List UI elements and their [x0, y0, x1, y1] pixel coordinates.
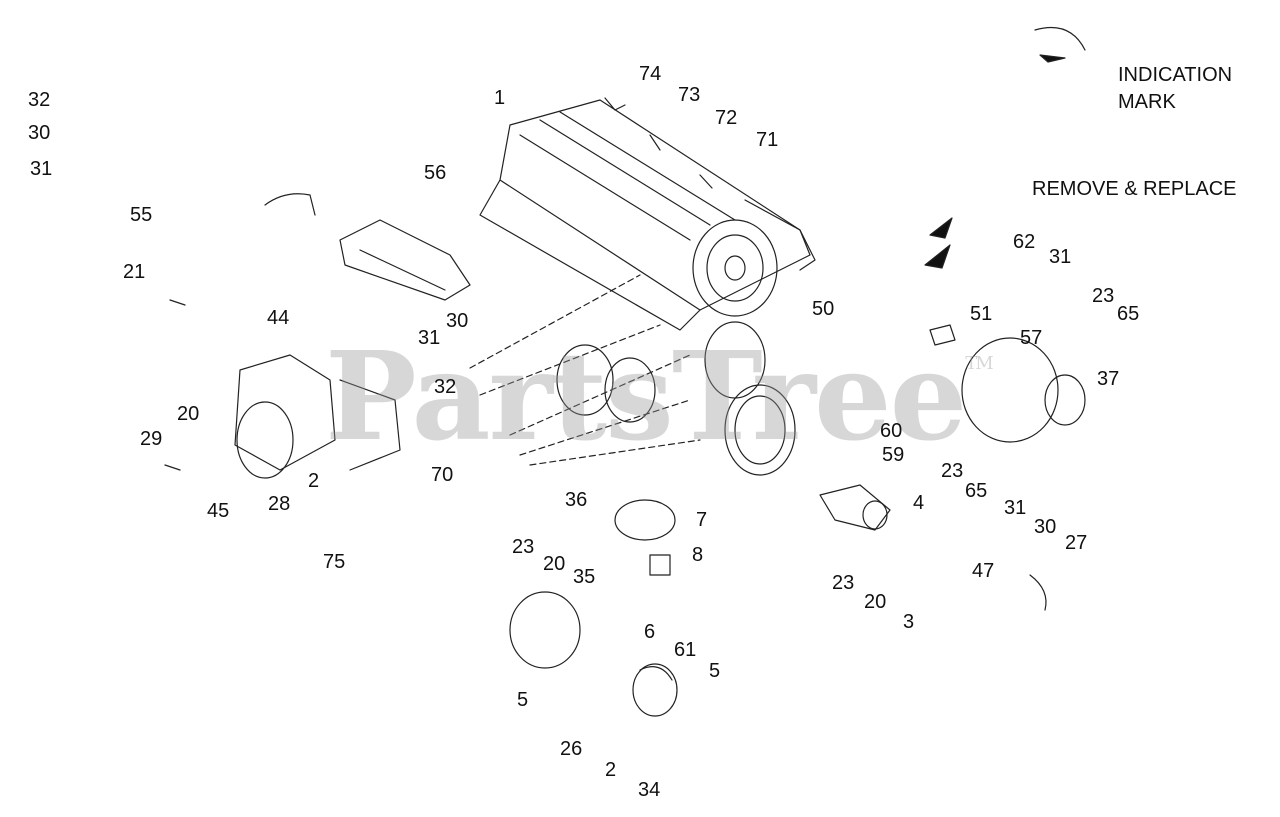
callout-label: 65 [1117, 303, 1140, 325]
callout-label: 8 [692, 544, 704, 566]
callout-label: 70 [431, 464, 454, 486]
right-gear-housing [819, 324, 1086, 611]
callout-label: 60 [880, 420, 903, 442]
callout-label: 73 [678, 84, 701, 106]
callout-label: 32 [434, 376, 457, 398]
callout-label: 23 [1092, 285, 1115, 307]
callout-label: 56 [424, 162, 447, 184]
lower-parts [509, 499, 678, 717]
left-bracket-assembly [164, 299, 401, 479]
partstree-watermark: PartsTreeTM [325, 324, 994, 468]
callout-label: 62 [1013, 231, 1036, 253]
callout-label: 35 [573, 566, 596, 588]
callout-label: 1 [494, 87, 506, 109]
engine-block [479, 97, 816, 331]
callout-label: 71 [756, 129, 779, 151]
callout-label: 61 [674, 639, 697, 661]
callout-label: 20 [177, 403, 200, 425]
callout-label: 30 [1034, 516, 1057, 538]
callout-label: 55 [130, 204, 153, 226]
indication-mark-line-2: MARK [1118, 91, 1176, 113]
callout-label: 23 [512, 536, 535, 558]
callout-label: 31 [418, 327, 441, 349]
callout-label: 23 [832, 572, 855, 594]
callout-label: 2 [605, 759, 617, 781]
callout-label: 30 [28, 122, 51, 144]
callout-label: 23 [941, 460, 964, 482]
callout-label: 65 [965, 480, 988, 502]
callout-label: 6 [644, 621, 656, 643]
callout-label: 44 [267, 307, 290, 329]
indication-mark-line-1: INDICATION [1118, 64, 1233, 86]
callout-label: 31 [1004, 497, 1027, 519]
callout-label: 31 [30, 158, 53, 180]
indication-mark-arc [1034, 26, 1086, 51]
drive-pulleys [556, 321, 796, 476]
callout-label: 27 [1065, 532, 1088, 554]
callout-label: 57 [1020, 327, 1043, 349]
callout-label: 21 [123, 261, 146, 283]
callout-label: 74 [639, 63, 662, 85]
callout-label: 20 [543, 553, 566, 575]
callout-label: 72 [715, 107, 738, 129]
callout-label: 59 [882, 444, 905, 466]
callout-label: 3 [903, 611, 915, 633]
callout-label: 37 [1097, 368, 1120, 390]
callout-label: 51 [970, 303, 993, 325]
callout-label: 26 [560, 738, 583, 760]
air-cover [264, 193, 471, 301]
callout-label: 30 [446, 310, 469, 332]
callout-label: 50 [812, 298, 835, 320]
callout-label: 32 [28, 89, 51, 111]
indication-mark-note: INDICATION MARK [1118, 62, 1232, 116]
callout-label: 47 [972, 560, 995, 582]
assembly-guide-lines [469, 274, 701, 466]
callout-label: 34 [638, 779, 661, 801]
callout-label: 29 [140, 428, 163, 450]
callout-label: 20 [864, 591, 887, 613]
indication-arrows [924, 54, 1066, 269]
callout-label: 2 [308, 470, 320, 492]
callout-label: 7 [696, 509, 708, 531]
callout-label: 5 [709, 660, 721, 682]
callout-label: 31 [1049, 246, 1072, 268]
callout-label: 28 [268, 493, 291, 515]
callout-label: 4 [913, 492, 925, 514]
callout-label: 5 [517, 689, 529, 711]
callout-label: 45 [207, 500, 230, 522]
crank-flywheel [692, 219, 778, 317]
callout-label: 75 [323, 551, 346, 573]
remove-replace-note: REMOVE & REPLACE [1032, 178, 1237, 200]
callout-label: 36 [565, 489, 588, 511]
